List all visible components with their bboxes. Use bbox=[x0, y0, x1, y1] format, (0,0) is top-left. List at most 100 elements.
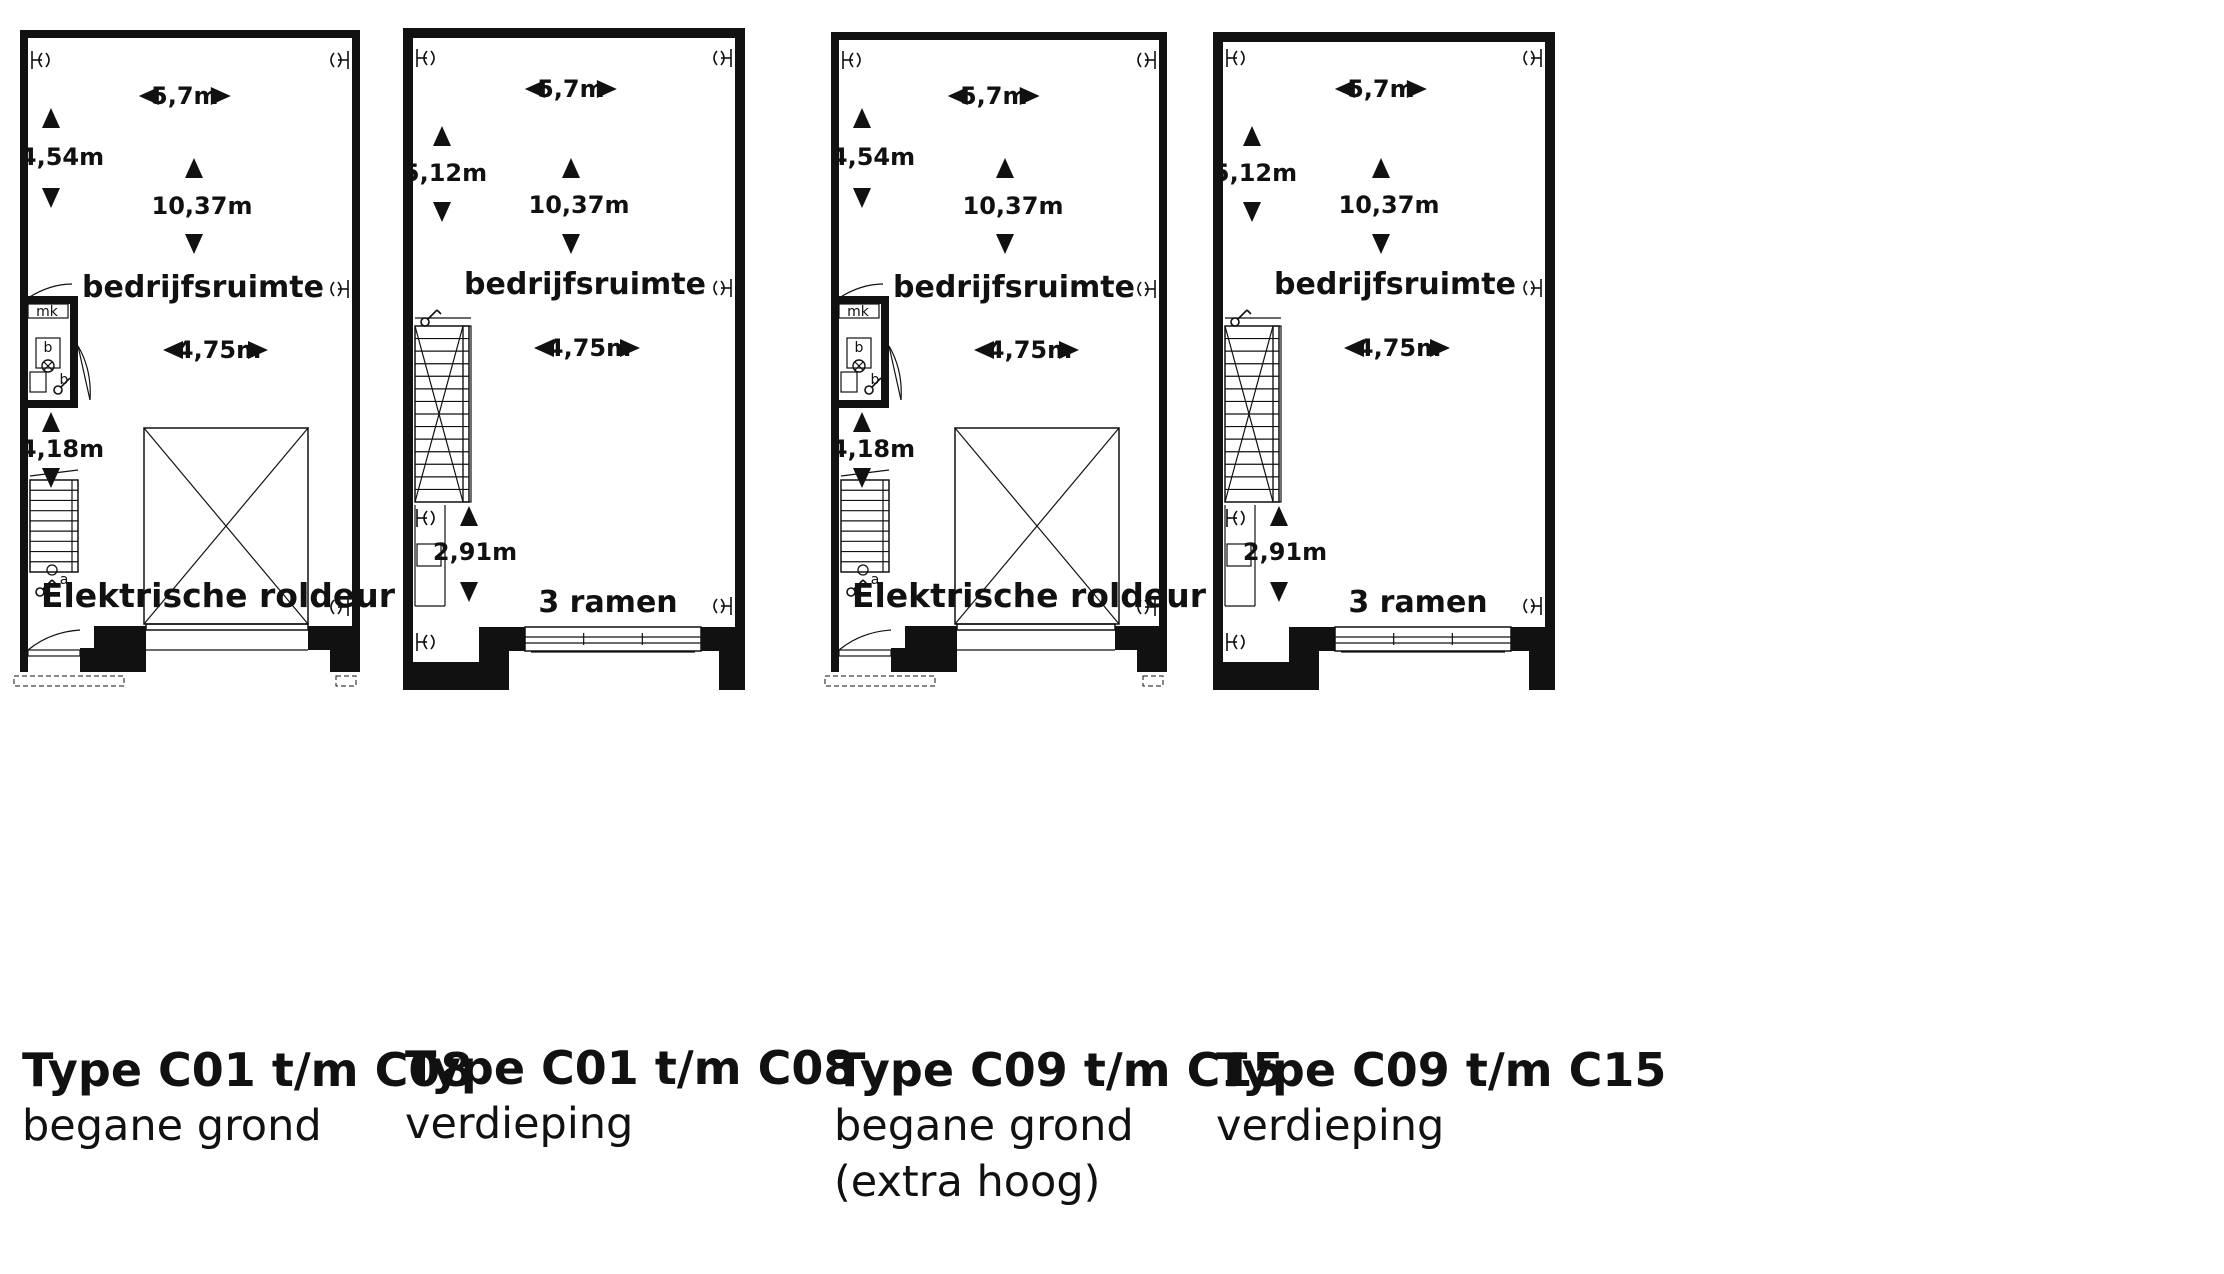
socket-arc bbox=[1240, 50, 1245, 66]
switch-icon bbox=[864, 377, 886, 395]
dimension-arrow bbox=[248, 341, 268, 359]
socket-icon bbox=[416, 633, 435, 651]
dimension-height-left: 4,54m bbox=[20, 143, 104, 171]
socket-icon bbox=[31, 51, 50, 69]
toilet-icon bbox=[35, 337, 61, 369]
loading-area-diagonal bbox=[143, 427, 309, 625]
dimension-small: 2,91m bbox=[1243, 538, 1327, 566]
socket-arc bbox=[1530, 50, 1535, 66]
socket-arc bbox=[720, 280, 725, 296]
dimension-width-top: 5,7m bbox=[1347, 75, 1415, 103]
wall-top bbox=[20, 30, 360, 38]
wall-front bbox=[1319, 627, 1335, 651]
toilet-door bbox=[77, 345, 91, 401]
wall-front bbox=[1137, 626, 1159, 672]
dimension-arrow bbox=[1059, 341, 1079, 359]
socket-icon bbox=[330, 51, 349, 69]
dimension-height-left: 5,12m bbox=[403, 159, 487, 187]
switch-label: a bbox=[871, 572, 880, 588]
wall-toilet bbox=[70, 296, 78, 408]
room-label: bedrijfsruimte bbox=[82, 270, 324, 305]
socket-arc bbox=[38, 52, 43, 68]
dimension-width-mid: 4,75m bbox=[547, 334, 631, 362]
wall-front bbox=[891, 648, 911, 672]
loading-area bbox=[954, 427, 1120, 625]
dimension-arrow bbox=[185, 158, 203, 178]
wall-top bbox=[831, 32, 1167, 40]
wall-front bbox=[403, 662, 479, 690]
switch-line bbox=[436, 309, 442, 315]
dimension-stair: 4,18m bbox=[831, 435, 915, 463]
staircase bbox=[840, 479, 890, 573]
wall-top bbox=[403, 28, 745, 38]
dimension-arrow bbox=[562, 234, 580, 254]
wall-toilet bbox=[881, 296, 889, 408]
switch-line bbox=[1237, 309, 1248, 320]
socket-arc bbox=[45, 52, 50, 68]
dimension-arrow bbox=[1334, 80, 1355, 98]
staircase bbox=[414, 325, 470, 503]
threshold-dashed bbox=[824, 675, 936, 687]
window-frame bbox=[524, 626, 702, 652]
switch-circle bbox=[35, 587, 45, 597]
socket-arc bbox=[1523, 50, 1528, 66]
roller-door-label: Elektrische roldeur bbox=[41, 576, 396, 615]
cupboard-door-swing bbox=[838, 283, 884, 299]
caption-title: Type C09 t/m C15 bbox=[1216, 1043, 1667, 1097]
dimension-arrow bbox=[853, 468, 871, 488]
switch-label: b bbox=[871, 372, 880, 388]
socket-arc bbox=[337, 599, 342, 615]
socket-arc bbox=[856, 52, 861, 68]
socket-icon bbox=[713, 49, 732, 67]
windows-label: 3 ramen bbox=[1348, 585, 1487, 620]
switch-line bbox=[60, 377, 71, 388]
dimension-arrow bbox=[1270, 582, 1288, 602]
meter-cupboard bbox=[838, 303, 880, 319]
toilet-icon bbox=[846, 337, 872, 369]
socket-icon bbox=[1523, 49, 1542, 67]
wall-left bbox=[831, 32, 839, 672]
threshold-dashed bbox=[335, 675, 357, 687]
wall-left bbox=[1213, 32, 1223, 690]
switch-circle bbox=[864, 385, 874, 395]
loading-area-diagonal bbox=[954, 427, 1120, 625]
wall-toilet bbox=[20, 296, 78, 304]
socket-arc bbox=[430, 50, 435, 66]
socket-arc bbox=[1523, 598, 1528, 614]
socket-arc bbox=[713, 280, 718, 296]
roller-door bbox=[145, 623, 309, 631]
switch-circle bbox=[46, 564, 58, 576]
dimension-width-mid: 4,75m bbox=[1357, 334, 1441, 362]
dimension-arrow bbox=[947, 87, 968, 105]
dimension-arrow bbox=[562, 158, 580, 178]
dimension-arrow bbox=[853, 412, 871, 432]
front-door-swing bbox=[27, 629, 81, 651]
dimension-arrow bbox=[596, 80, 617, 98]
stair-outline bbox=[840, 479, 890, 573]
toilet-door-swing bbox=[888, 345, 902, 401]
socket-arc bbox=[720, 50, 725, 66]
light-icon-line bbox=[43, 361, 53, 371]
sink-icon bbox=[29, 371, 47, 393]
stair-railing bbox=[462, 325, 472, 503]
roller-door-label: Elektrische roldeur bbox=[852, 576, 1207, 615]
caption-title: Type C01 t/m C08 bbox=[405, 1041, 856, 1095]
dimension-arrow bbox=[433, 126, 451, 146]
socket-arc bbox=[1144, 52, 1149, 68]
socket-arc bbox=[1233, 50, 1238, 66]
switch-icon bbox=[53, 377, 75, 395]
meter-cupboard-label: mk bbox=[847, 304, 870, 320]
socket-arc bbox=[1137, 599, 1142, 615]
floor-plan-3: mkbba5,7m4,54m10,37mbedrijfsruimte4,75m4… bbox=[824, 32, 1207, 687]
dimension-arrow bbox=[1372, 158, 1390, 178]
switch-icon bbox=[1230, 309, 1252, 327]
dimension-arrow bbox=[42, 108, 60, 128]
socket-icon bbox=[1137, 280, 1156, 298]
floor-plan-4: 5,7m5,12m10,37mbedrijfsruimte4,75m2,91m3… bbox=[1213, 32, 1555, 690]
socket-arc bbox=[1137, 52, 1142, 68]
stair-outline bbox=[29, 479, 79, 573]
dimension-depth: 10,37m bbox=[1339, 191, 1440, 219]
switch-label: b bbox=[60, 372, 69, 388]
